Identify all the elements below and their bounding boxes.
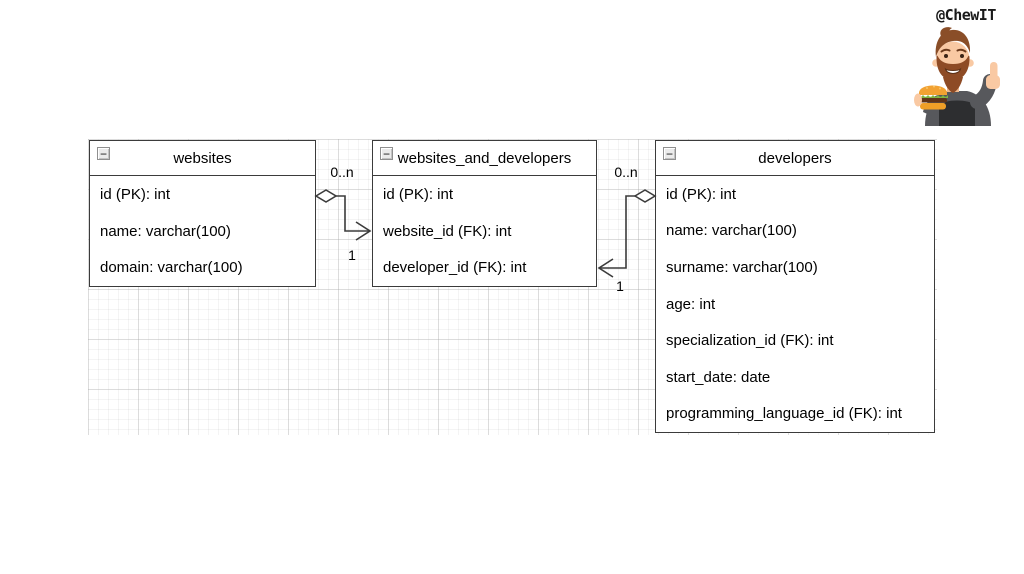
table-websites-columns: id (PK): int name: varchar(100) domain: … bbox=[90, 176, 315, 286]
table-developers-columns: id (PK): int name: varchar(100) surname:… bbox=[656, 176, 934, 432]
column-row: domain: varchar(100) bbox=[100, 259, 243, 277]
mascot-bearded-man-burger-thumbs-up-icon bbox=[914, 27, 1000, 126]
table-websites-and-developers-columns: id (PK): int website_id (FK): int develo… bbox=[373, 176, 596, 286]
collapse-minus-icon[interactable]: − bbox=[663, 147, 676, 160]
column-row: id (PK): int bbox=[666, 185, 737, 203]
cardinality-label: 0..n bbox=[614, 164, 638, 180]
table-websites-and-developers[interactable]: − websites_and_developers id (PK): int w… bbox=[372, 140, 597, 287]
column-row: specialization_id (FK): int bbox=[666, 332, 834, 350]
column-row: age: int bbox=[666, 295, 716, 313]
cardinality-label: 1 bbox=[616, 278, 624, 294]
table-websites[interactable]: − websites id (PK): int name: varchar(10… bbox=[89, 140, 316, 287]
table-websites-header: − websites bbox=[90, 141, 315, 176]
column-row: name: varchar(100) bbox=[666, 222, 797, 240]
collapse-minus-icon[interactable]: − bbox=[380, 147, 393, 160]
column-row: id (PK): int bbox=[383, 185, 454, 203]
table-developers-header: − developers bbox=[656, 141, 934, 176]
collapse-minus-icon[interactable]: − bbox=[97, 147, 110, 160]
table-developers[interactable]: − developers id (PK): int name: varchar(… bbox=[655, 140, 935, 433]
brand-handle: @ChewIT bbox=[936, 6, 996, 24]
table-title: developers bbox=[758, 149, 832, 167]
table-title: websites_and_developers bbox=[397, 149, 572, 167]
column-row: id (PK): int bbox=[100, 185, 171, 203]
cardinality-label: 0..n bbox=[330, 164, 354, 180]
column-row: name: varchar(100) bbox=[100, 222, 231, 240]
column-row: start_date: date bbox=[666, 368, 771, 386]
table-websites-and-developers-header: − websites_and_developers bbox=[373, 141, 596, 176]
column-row: programming_language_id (FK): int bbox=[666, 405, 902, 423]
cardinality-label: 1 bbox=[348, 247, 356, 263]
column-row: surname: varchar(100) bbox=[666, 258, 818, 276]
table-title: websites bbox=[173, 149, 232, 167]
column-row: website_id (FK): int bbox=[383, 222, 512, 240]
column-row: developer_id (FK): int bbox=[383, 259, 527, 277]
